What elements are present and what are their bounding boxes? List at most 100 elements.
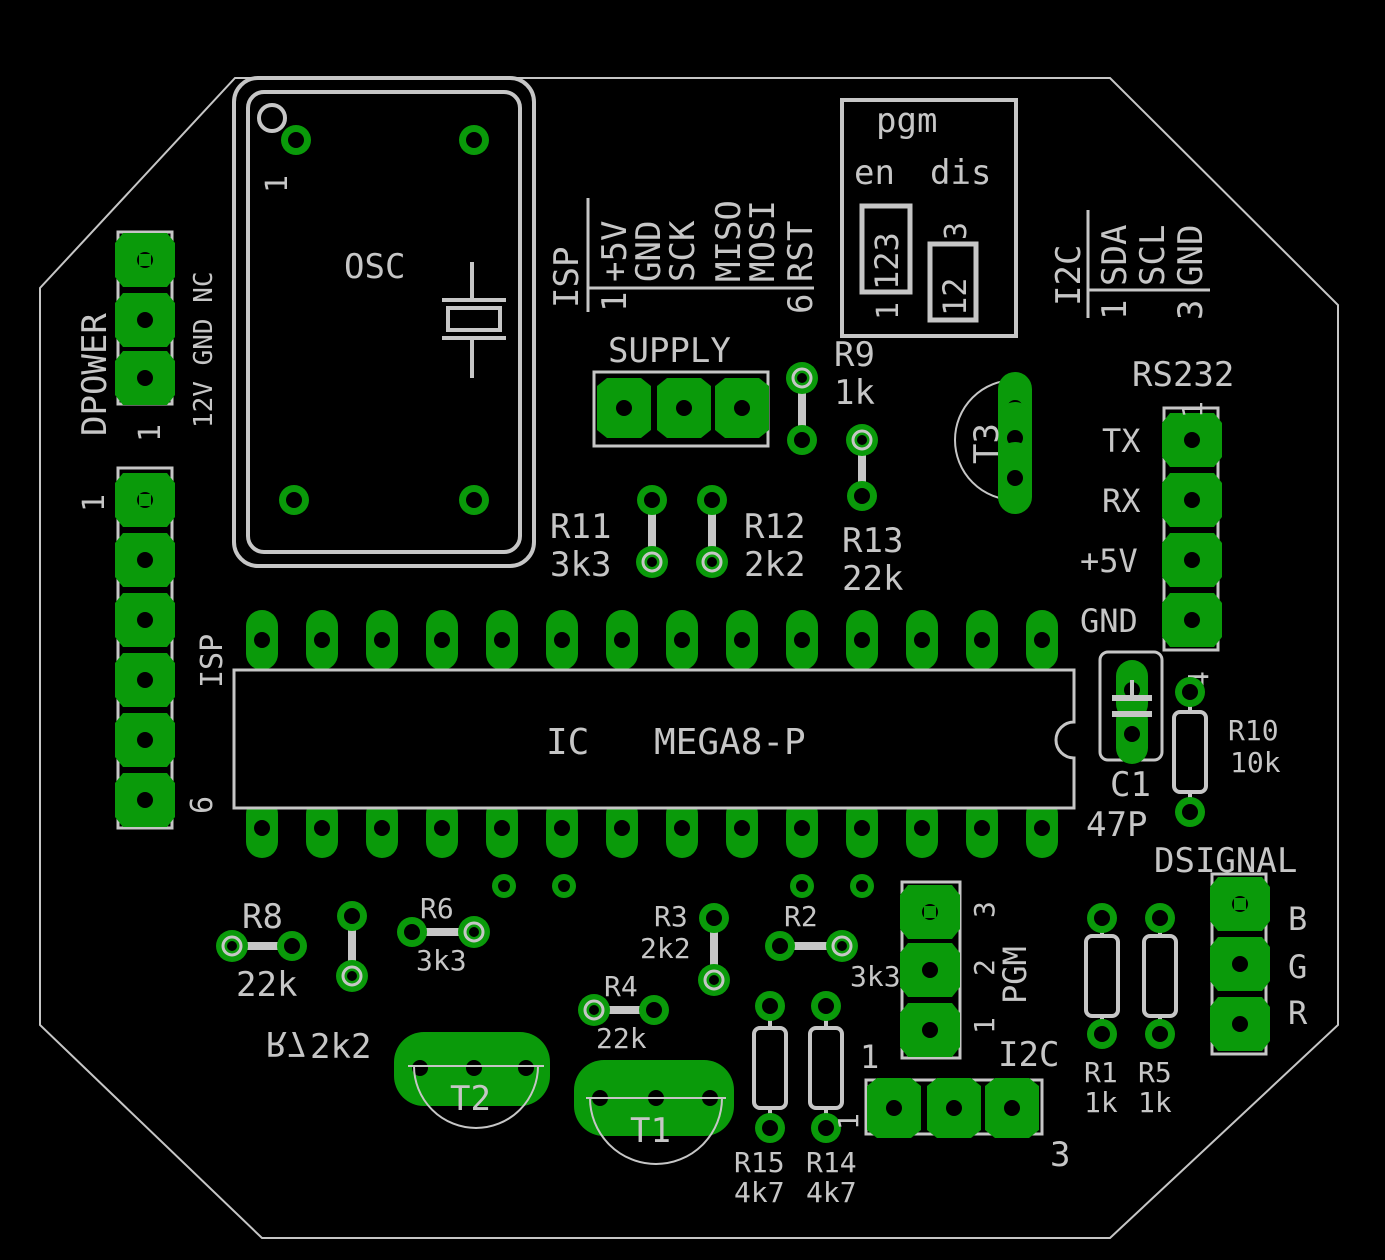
r14-resistor xyxy=(808,991,844,1143)
pgm-en-label: en xyxy=(854,153,895,193)
isp-top-pin-gnd: GND xyxy=(629,221,669,282)
i2c-top-pin-scl: SCL xyxy=(1133,225,1173,286)
pgm-header xyxy=(900,880,962,1060)
r4-value: 22k xyxy=(596,1022,647,1055)
isp-left-pin1: 1 xyxy=(77,494,112,512)
r12-label: R12 xyxy=(744,507,805,547)
dsignal-pin-g: G xyxy=(1288,948,1307,986)
r3-label: R3 xyxy=(654,900,688,933)
r6-resistor xyxy=(397,916,490,948)
r5-value: 1k xyxy=(1138,1086,1172,1119)
pgm-header-pin2: 2 xyxy=(968,959,1001,976)
isp-top-pin-miso: MISO xyxy=(709,200,749,282)
r10-label: R10 xyxy=(1228,714,1279,747)
pgm-title: pgm xyxy=(876,101,937,141)
rs232-pin-5v: +5V xyxy=(1080,542,1138,580)
r11-resistor xyxy=(636,485,668,578)
supply-header xyxy=(592,370,770,448)
dsignal-label: DSIGNAL xyxy=(1154,841,1297,881)
via-3 xyxy=(790,874,814,898)
osc-component xyxy=(232,76,536,568)
r2-value: 3k3 xyxy=(850,960,901,993)
rs232-label: RS232 xyxy=(1132,355,1234,395)
rs232-pin-gnd: GND xyxy=(1080,602,1138,640)
pgm-dis-jumper xyxy=(927,241,979,323)
r4-label: R4 xyxy=(604,970,638,1003)
dpower-pin1-label: 1 xyxy=(133,424,168,442)
i2c-bottom-pin1: 1 xyxy=(860,1038,879,1076)
dpower-label: DPOWER xyxy=(75,313,115,436)
r2-resistor xyxy=(765,930,858,962)
r9-label: R9 xyxy=(834,335,875,375)
rs232-header xyxy=(1162,406,1222,652)
r1-value: 1k xyxy=(1084,1086,1118,1119)
i2c-top-label: I2C xyxy=(1049,245,1089,306)
r3-resistor xyxy=(698,903,730,996)
t1-transistor xyxy=(574,1060,734,1165)
board-outline xyxy=(39,77,1339,1239)
via-2 xyxy=(552,874,576,898)
t2-transistor xyxy=(394,1032,550,1129)
pgm-en-jumper-label: 123 xyxy=(868,232,906,290)
r2-label: R2 xyxy=(784,900,818,933)
r7-value: 2k2 xyxy=(310,1027,371,1067)
r14-value: 4k7 xyxy=(806,1176,857,1209)
pgm-header-pin1: 1 xyxy=(968,1017,1001,1034)
r5-label: R5 xyxy=(1138,1056,1172,1089)
ic-mega8 xyxy=(232,610,1076,858)
isp-top-pin-sck: SCK xyxy=(663,220,703,282)
r6-label: R6 xyxy=(420,892,454,925)
r10-resistor xyxy=(1172,677,1208,827)
i2c-top-pin-sda: SDA xyxy=(1095,225,1135,286)
c1-label: C1 xyxy=(1110,765,1151,805)
r6-value: 3k3 xyxy=(416,944,467,977)
via-1 xyxy=(492,874,516,898)
isp-left-label: ISP xyxy=(195,634,230,688)
r13-value: 22k xyxy=(842,559,903,599)
isp-top-label: ISP xyxy=(547,247,587,308)
r9-resistor xyxy=(786,362,818,455)
r13-resistor xyxy=(846,424,878,511)
dsignal-pin-b: B xyxy=(1288,900,1307,938)
ic-part-label: MEGA8-P xyxy=(654,722,806,763)
r12-value: 2k2 xyxy=(744,545,805,585)
r14-label: R14 xyxy=(806,1146,857,1179)
pgm-dis-label: dis xyxy=(930,153,991,193)
i2c-top-pin1: 1 xyxy=(1095,300,1135,320)
pgm-n1-label: 1 xyxy=(871,302,906,320)
r5-resistor xyxy=(1142,903,1178,1049)
isp-left-pin6: 6 xyxy=(185,796,220,814)
r13-label: R13 xyxy=(842,521,903,561)
r11-label: R11 xyxy=(550,507,611,547)
r14-pin1: 1 xyxy=(832,1113,865,1130)
isp-top-pin1: 1 xyxy=(595,292,635,312)
rs232-pin1: 1 xyxy=(1176,401,1209,418)
r7-resistor xyxy=(336,901,368,992)
dpower-pins-label: 12V GND NC xyxy=(189,271,219,428)
osc-pin1-label: 1 xyxy=(260,175,295,193)
isp-top-pin6: 6 xyxy=(781,294,821,314)
r4-resistor xyxy=(578,994,669,1026)
i2c-bottom-label: I2C xyxy=(998,1035,1059,1075)
pgm-header-pin3: 3 xyxy=(968,901,1001,918)
c1-capacitor xyxy=(1098,650,1164,764)
via-4 xyxy=(850,874,874,898)
r12-resistor xyxy=(696,485,728,578)
dsignal-header xyxy=(1210,872,1270,1056)
r1-resistor xyxy=(1084,903,1120,1049)
isp-top-pin-plus5v: +5V xyxy=(595,221,635,282)
i2c-bottom-header xyxy=(864,1078,1044,1138)
rs232-pin-tx: TX xyxy=(1102,422,1141,460)
rs232-pin-rx: RX xyxy=(1102,482,1141,520)
t2-label: T2 xyxy=(450,1079,491,1119)
pgm-jumper-box xyxy=(840,98,1018,338)
r15-label: R15 xyxy=(734,1146,785,1179)
supply-label: SUPPLY xyxy=(608,331,731,371)
pgm-n3-label: 3 xyxy=(939,222,974,240)
r8-value: 22k xyxy=(236,965,297,1005)
isp-top-pin-mosi: MOSI xyxy=(743,200,783,282)
dpower-header xyxy=(115,230,175,406)
r7-label: R7 xyxy=(266,1023,307,1063)
dsignal-pin-r: R xyxy=(1288,994,1308,1032)
